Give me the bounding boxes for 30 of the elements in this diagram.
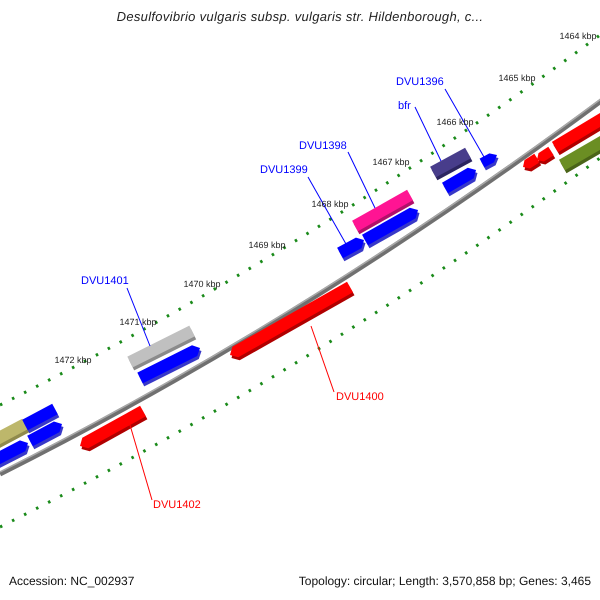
title: Desulfovibrio vulgaris subsp. vulgaris str. Hildenborough, c... [116,9,484,24]
footer-text: Topology: circular; Length: 3,570,858 bp; Genes: 3,465 [298,574,591,588]
footer-text: Accession: NC_002937 [9,574,134,588]
leader-line [130,424,152,500]
gene-label: DVU1401 [81,275,129,287]
gene-label: DVU1400 [336,391,384,403]
tick-label: 1465 kbp [498,73,536,83]
gene-label: DVU1396 [396,76,444,88]
leader-line [348,152,376,208]
gene-label: DVU1399 [260,164,308,176]
gene-label: bfr [398,100,411,112]
gene-bar [430,148,472,180]
gene-bar [230,282,354,360]
leader-line [444,88,484,158]
gene-bar [480,153,498,170]
leader-line [126,288,150,346]
leader-line [414,106,442,162]
tick-label: 1470 kbp [183,279,221,289]
tick-label: 1464 kbp [559,31,597,41]
tick-label: 1469 kbp [248,240,286,250]
tick-label: 1471 kbp [119,317,157,327]
gene-label: DVU1402 [153,499,201,511]
gene-bar [352,190,414,234]
gene-bar [127,326,196,370]
tick-label: 1467 kbp [372,157,410,167]
leader-line [310,326,334,392]
gene-label: DVU1398 [299,140,347,152]
gene-bar [80,406,148,452]
gene-bar [337,238,366,262]
tick-label: 1472 kbp [54,355,92,365]
